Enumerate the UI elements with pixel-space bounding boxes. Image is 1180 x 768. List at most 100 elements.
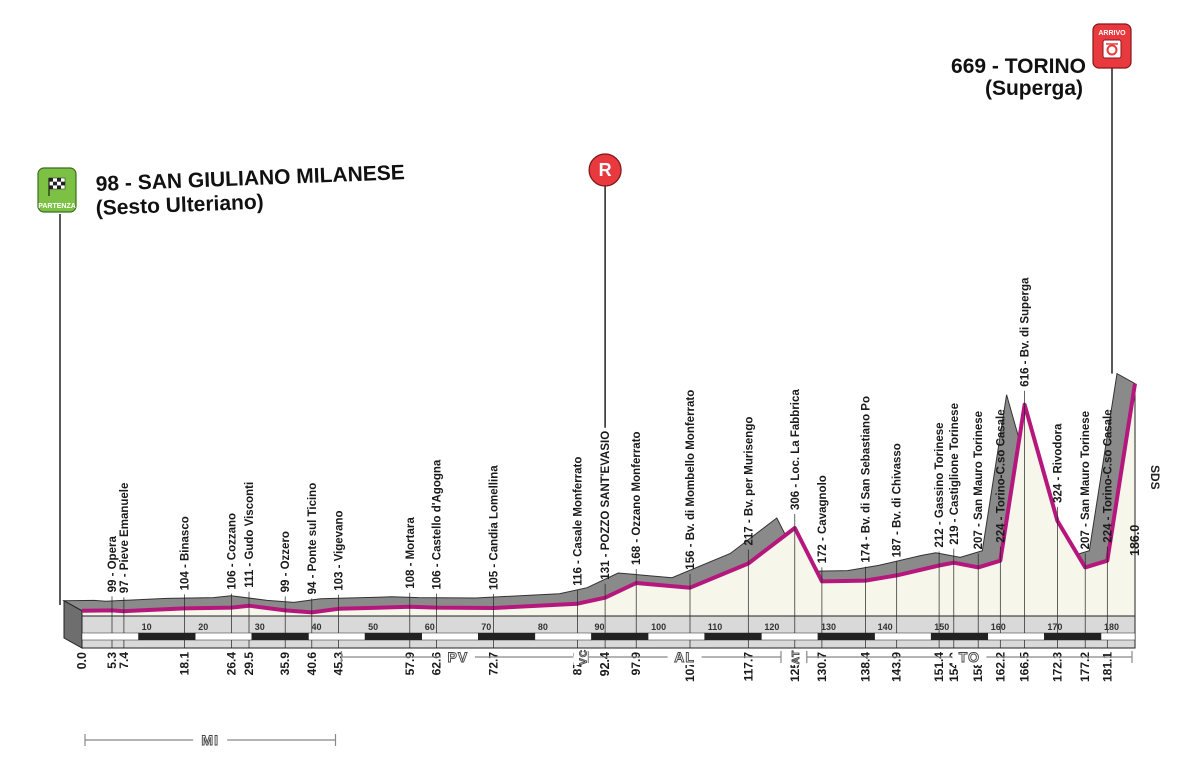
waypoint-km-label: 181.1 [1100,652,1114,682]
waypoint-km-label: 92.4 [598,652,612,676]
waypoint-km-label: 130.7 [815,652,829,682]
waypoint-label: 207 - San Mauro Torinese [973,411,985,549]
waypoint-km-label: 166.5 [1018,652,1032,682]
sds-label: SDS [1148,465,1162,490]
km-tick-label: 120 [764,622,779,632]
province-label-bg [667,649,702,665]
waypoint-label: 99 - Ozzero [280,531,292,592]
waypoint-label: 212 - Gassino Torinese [934,422,946,547]
province-label-bg [952,649,987,665]
waypoint-km-label: 117.7 [741,652,755,682]
waypoint-label: 168 - Ozzano Monferrato [631,431,643,565]
km-scale-segment [194,632,253,641]
waypoint-km-label: 72.7 [487,652,501,676]
waypoint-label: 219 - Castiglione Torinese [949,403,961,545]
waypoint-km-label: 151.4 [932,652,946,682]
profile-base-strip [81,615,1136,649]
km-tick-label: 30 [255,622,265,632]
waypoint-km-label: 7.4 [117,652,131,669]
km-tick-label: 50 [368,622,378,632]
province-label-bg [785,649,802,665]
finish-title: 669 - TORINO [951,55,1086,78]
waypoint-label: 108 - Mortara [405,517,417,589]
km-scale-segment [251,632,309,641]
km-scale-segment [138,632,196,641]
province-label-bg [193,732,228,748]
km-scale-segment [1044,632,1102,641]
km-tick-label: 130 [821,622,836,632]
waypoint-km-label: 5.3 [105,652,119,669]
km-scale-segment [81,632,139,641]
waypoint-label: 172 - Cavagnolo [817,475,829,563]
waypoint-label: 111 - Gudo Visconti [244,482,256,588]
waypoint-label: 105 - Candia Lomellina [489,465,501,590]
waypoint-label: 224 - Torino-C.so Casale [1102,409,1114,542]
waypoint-km-label: 177.2 [1078,652,1092,682]
waypoint-km-label: 143.9 [890,652,904,682]
km-tick-label: 40 [312,622,322,632]
waypoint-km-label: 162.2 [993,652,1007,682]
waypoint-label: 94 - Ponte sul Ticino [307,483,319,595]
province-label: AL [674,649,695,665]
waypoint-label: 174 - Bv. di San Sebastiano Po [861,396,873,563]
waypoint-label: 106 - Castello d'Agogna [431,459,443,590]
km-scale-segment [647,632,705,641]
refreshment-marker: R [588,153,622,428]
waypoint-label: 131 - POZZO SANT'EVASIO [600,431,612,580]
waypoint-label: 324 - Rivodora [1052,423,1064,503]
waypoint-km-label: 172.3 [1050,652,1064,682]
waypoint-label: 224 - Torino-C.so Casale [995,409,1007,542]
km-tick-label: 160 [991,622,1006,632]
km-scale-segment [874,632,932,641]
km-scale-segment [817,632,875,641]
km-tick-label: 60 [425,622,435,632]
waypoint-label: 306 - Loc. La Fabbrica [790,389,802,510]
start-badge-label: PARTENZA [38,203,76,210]
km-tick-label: 10 [142,622,152,632]
finish-icon [1102,39,1122,59]
waypoint-label: 116 - Casale Monferrato [572,457,584,586]
km-scale-segment [930,632,989,641]
km-tick-label: 90 [595,622,605,632]
km-scale-segment [987,632,1045,641]
waypoint-km-label: 45.3 [332,652,346,676]
km-tick-label: 70 [481,622,491,632]
km-tick-label: 140 [878,622,893,632]
province-label-bg [440,649,475,665]
finish-marker: ARRIVO 669 - TORINO (Superga) [951,23,1132,374]
start-badge [37,167,77,213]
finish-badge-label: ARRIVO [1098,30,1126,37]
waypoint-label: 97 - Pieve Emanuele [119,483,131,594]
km-tick-label: 170 [1047,622,1062,632]
km-scale-segment [591,632,649,641]
elevation-line [81,383,1137,615]
km-tick-label: 180 [1104,622,1119,632]
waypoint-label: 106 - Cozzano [227,513,239,590]
km-scale-segment [761,632,819,641]
waypoint-km-label: 97.9 [629,652,643,676]
flag-icon [48,177,66,196]
waypoint-km-label: 57.9 [403,652,417,676]
province-label: VC [578,649,589,665]
km-tick-label: 110 [708,622,723,632]
km-scale-segment [421,632,479,641]
waypoint-label: 217 - Bv. per Murisengo [743,417,755,546]
province-label: AT [791,650,802,665]
waypoint-km-label: 35.9 [278,652,292,676]
province-label: PV [448,649,469,665]
km-scale-segment [364,632,422,641]
end-km-label: 186.0 [1128,525,1142,556]
start-km-label: 0.0 [75,652,89,669]
waypoint-label: 99 - Opera [107,536,119,593]
waypoint-km-label: 29.5 [242,652,256,676]
waypoint-km-label: 40.6 [305,652,319,676]
km-tick-label: 150 [934,622,949,632]
km-tick-label: 20 [198,622,208,632]
province-label: TO [959,649,980,665]
start-marker: PARTENZA 98 - SAN GIULIANO MILANESE (Ses… [37,161,405,605]
km-scale-segment [478,632,536,641]
province-label-bg [573,649,590,665]
